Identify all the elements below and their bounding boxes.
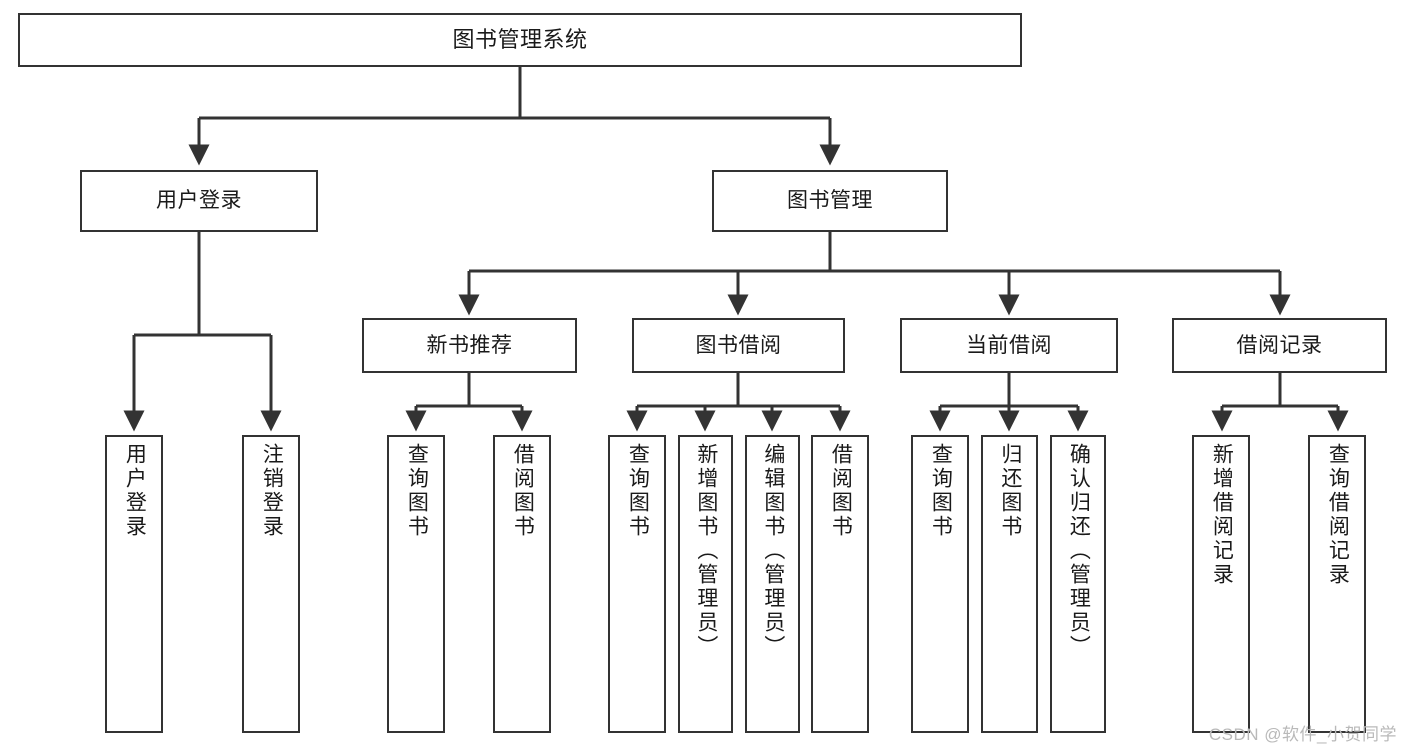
leaf-query-book-3[interactable]: 查询图书 <box>911 435 969 733</box>
leaf-query-record[interactable]: 查询借阅记录 <box>1308 435 1366 733</box>
leaf-borrow-book-1[interactable]: 借阅图书 <box>493 435 551 733</box>
node-borrow-record[interactable]: 借阅记录 <box>1172 318 1387 373</box>
leaf-user-login[interactable]: 用户登录 <box>105 435 163 733</box>
leaf-edit-book-label: 编辑图书（管理员） <box>761 443 785 659</box>
node-user-login-label: 用户登录 <box>156 189 242 213</box>
csdn-watermark: CSDN @软件_小贺同学 <box>1208 725 1397 744</box>
leaf-add-record-label: 新增借阅记录 <box>1210 443 1234 587</box>
leaf-return-book-label: 归还图书 <box>998 443 1022 539</box>
leaf-edit-book[interactable]: 编辑图书（管理员） <box>745 435 800 733</box>
node-new-book-rec[interactable]: 新书推荐 <box>362 318 577 373</box>
node-borrow-record-label: 借阅记录 <box>1236 333 1323 357</box>
node-user-login[interactable]: 用户登录 <box>80 170 318 232</box>
leaf-query-book-2[interactable]: 查询图书 <box>608 435 666 733</box>
leaf-query-book-2-label: 查询图书 <box>626 443 650 539</box>
leaf-logout-label: 注销登录 <box>260 443 284 539</box>
node-book-borrow-label: 图书借阅 <box>695 333 782 357</box>
leaf-query-book-1-label: 查询图书 <box>405 443 429 539</box>
leaf-borrow-book-2[interactable]: 借阅图书 <box>811 435 869 733</box>
leaf-return-book[interactable]: 归还图书 <box>981 435 1038 733</box>
node-book-borrow[interactable]: 图书借阅 <box>632 318 845 373</box>
node-root-label: 图书管理系统 <box>452 26 588 52</box>
leaf-borrow-book-1-label: 借阅图书 <box>511 443 535 539</box>
leaf-confirm-return-label: 确认归还（管理员） <box>1067 443 1091 659</box>
leaf-add-book-label: 新增图书（管理员） <box>694 443 718 659</box>
leaf-confirm-return[interactable]: 确认归还（管理员） <box>1050 435 1106 733</box>
node-current-borrow[interactable]: 当前借阅 <box>900 318 1118 373</box>
leaf-borrow-book-2-label: 借阅图书 <box>829 443 853 539</box>
node-current-borrow-label: 当前借阅 <box>966 333 1052 357</box>
leaf-query-book-1[interactable]: 查询图书 <box>387 435 445 733</box>
leaf-user-login-label: 用户登录 <box>123 443 147 539</box>
leaf-query-book-3-label: 查询图书 <box>929 443 953 539</box>
node-new-book-rec-label: 新书推荐 <box>426 333 513 357</box>
leaf-logout[interactable]: 注销登录 <box>242 435 300 733</box>
leaf-query-record-label: 查询借阅记录 <box>1326 443 1350 587</box>
leaf-add-book[interactable]: 新增图书（管理员） <box>678 435 733 733</box>
node-book-manage-label: 图书管理 <box>787 189 873 213</box>
leaf-add-record[interactable]: 新增借阅记录 <box>1192 435 1250 733</box>
node-root[interactable]: 图书管理系统 <box>18 13 1022 67</box>
node-book-manage[interactable]: 图书管理 <box>712 170 948 232</box>
